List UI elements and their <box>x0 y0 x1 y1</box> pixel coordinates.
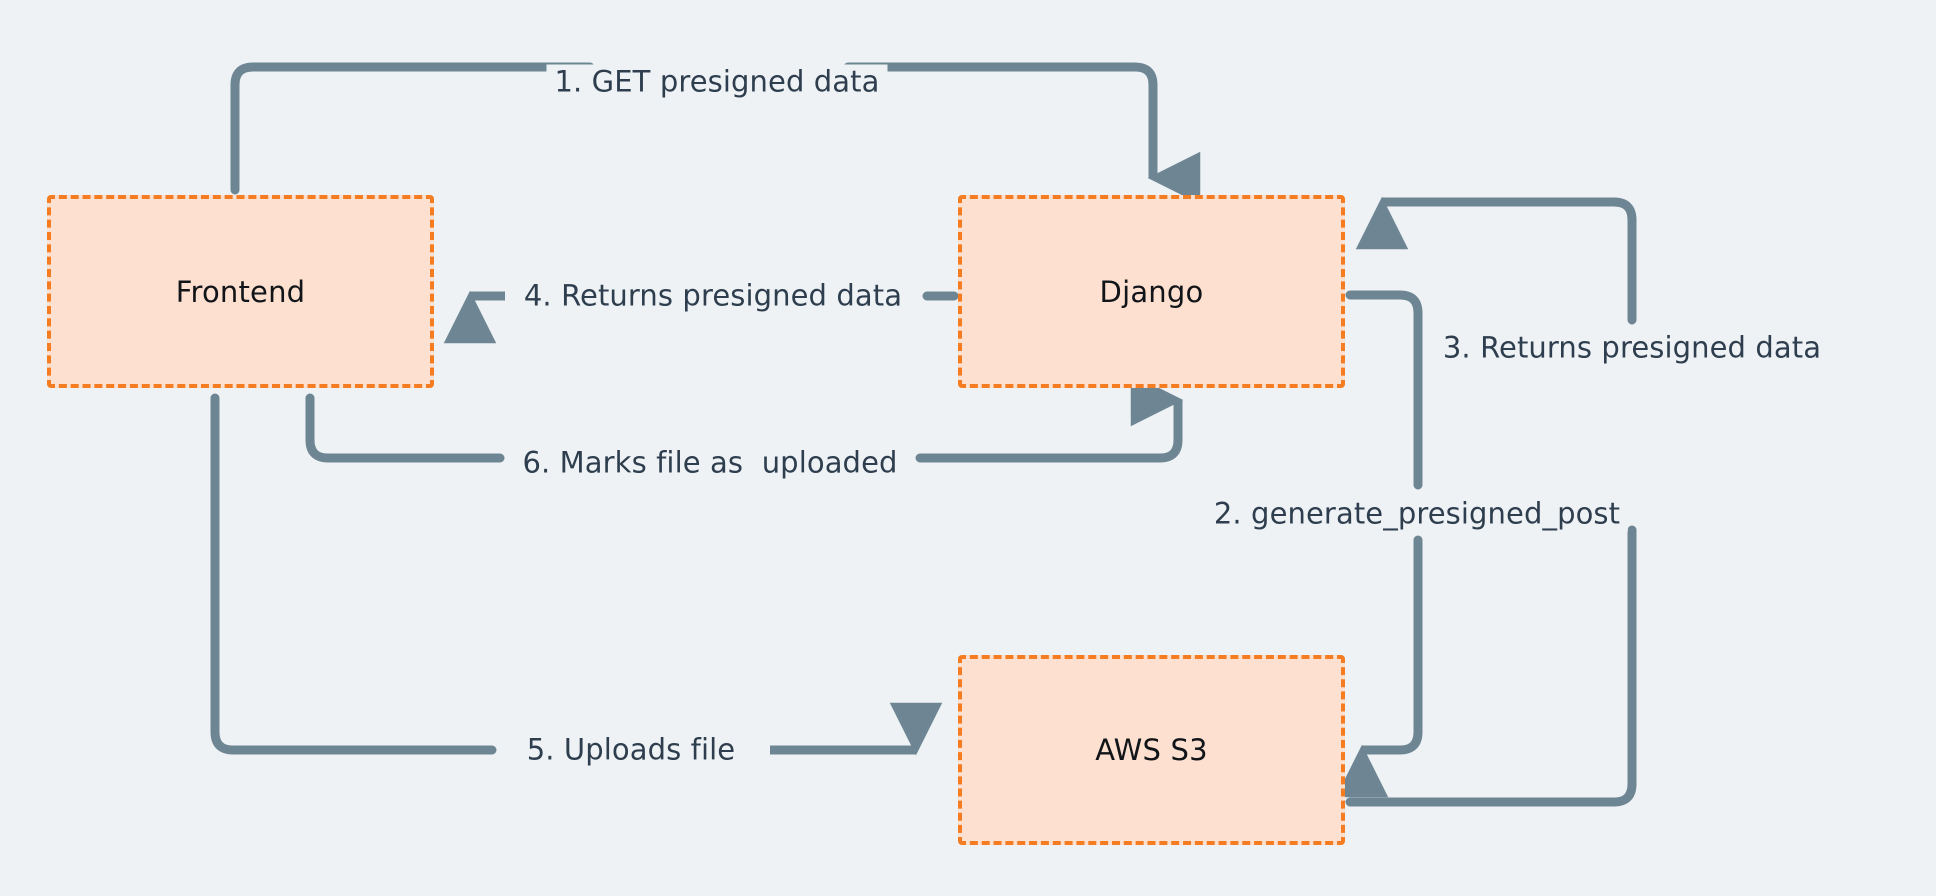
node-aws-s3[interactable]: AWS S3 <box>958 655 1345 845</box>
edge-3-path <box>1345 196 1637 807</box>
edge-label-4: 4. Returns presigned data <box>515 278 911 314</box>
edge-5-path <box>210 393 943 756</box>
node-django-label: Django <box>1099 274 1204 309</box>
edge-label-3: 3. Returns presigned data <box>1434 330 1830 366</box>
node-aws-s3-label: AWS S3 <box>1095 733 1208 767</box>
node-django[interactable]: Django <box>958 195 1345 388</box>
edge-label-6: 6. Marks file as uploaded <box>514 445 906 481</box>
node-frontend[interactable]: Frontend <box>47 195 434 388</box>
edge-label-1: 1. GET presigned data <box>546 64 888 100</box>
edge-label-2: 2. generate_presigned_post <box>1205 496 1629 532</box>
edge-label-5: 5. Uploads file <box>518 732 744 768</box>
edge-2-path <box>1335 290 1423 798</box>
edge-1-path <box>230 62 1201 205</box>
node-frontend-label: Frontend <box>175 274 306 309</box>
edge-6-path <box>305 373 1184 463</box>
